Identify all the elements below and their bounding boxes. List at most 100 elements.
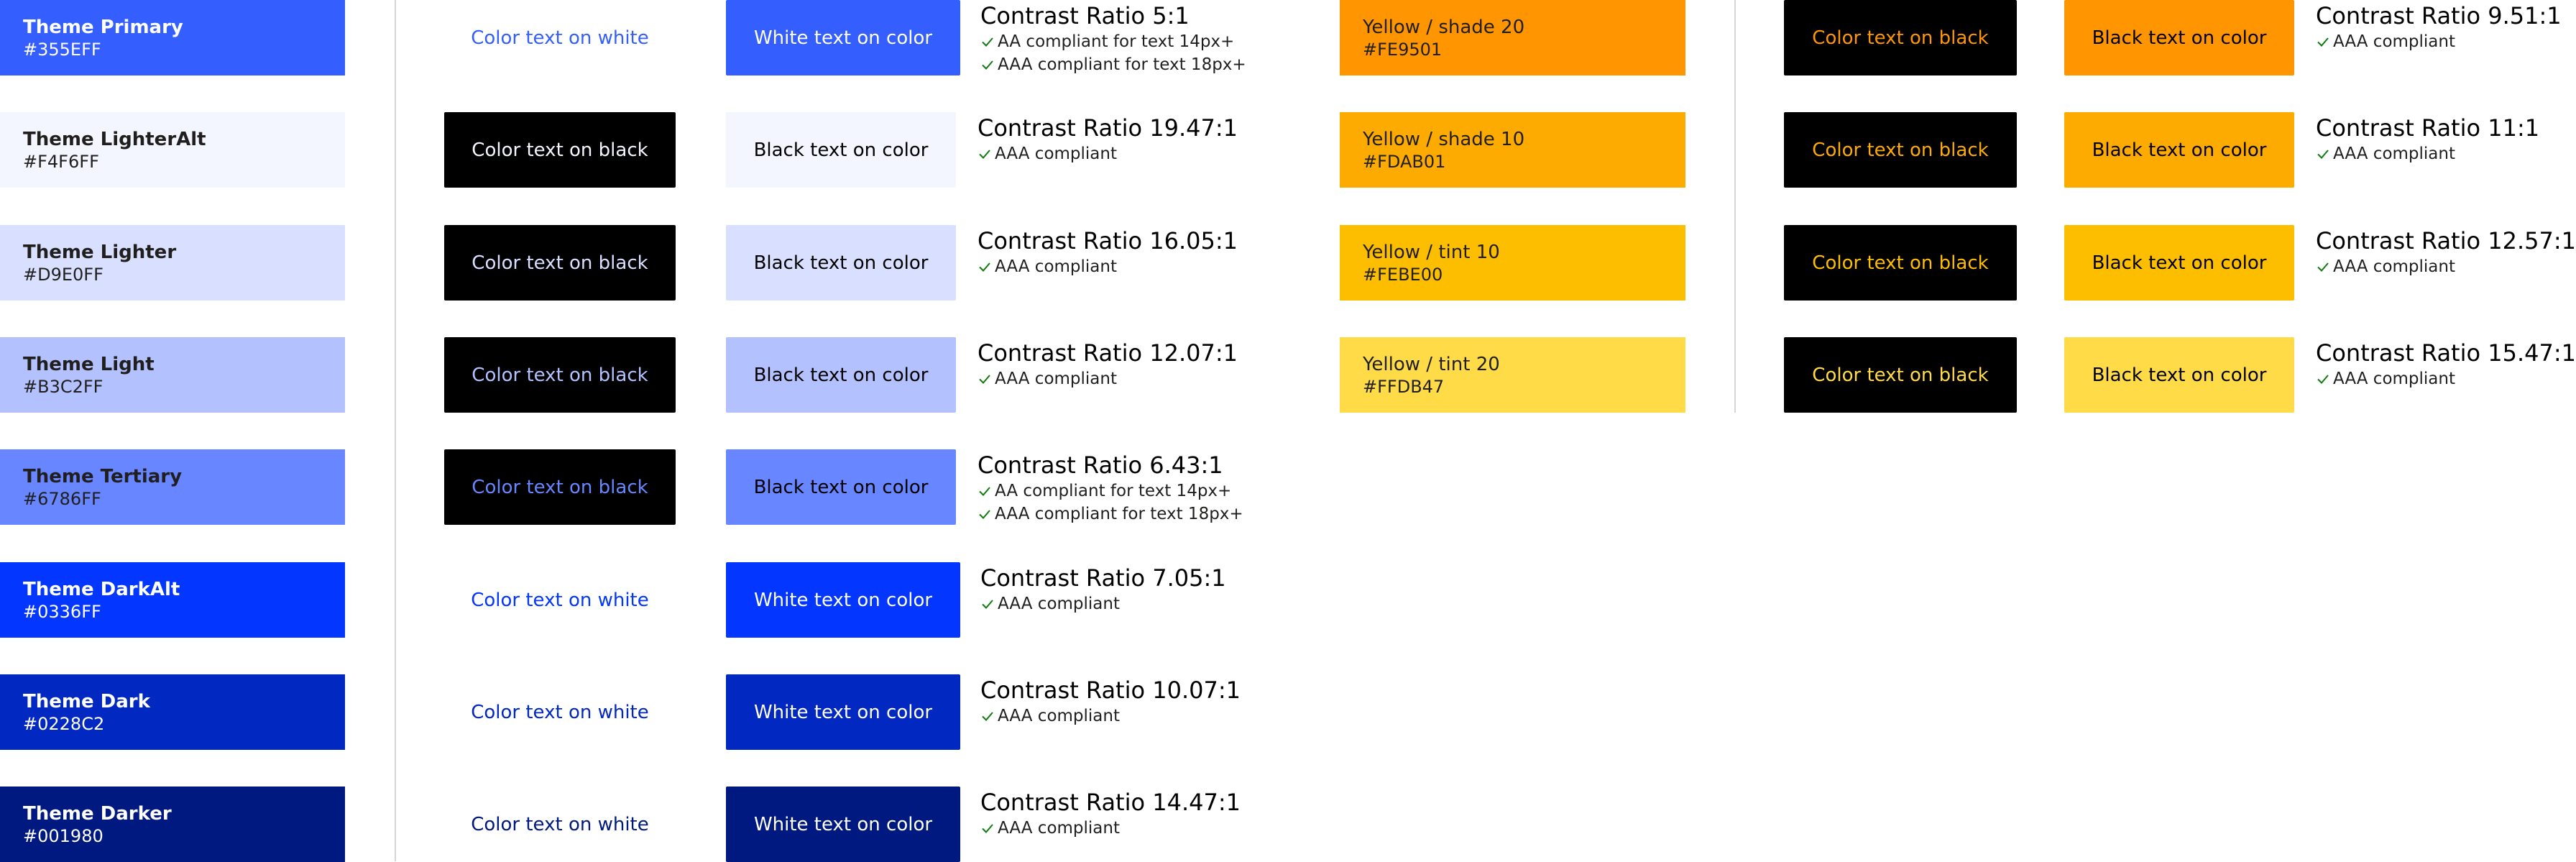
compliance-note-text: AAA compliant [998, 819, 1120, 838]
compliance-note-text: AAA compliant [998, 707, 1120, 725]
checkmark-icon [982, 600, 993, 609]
sample-black-on-color: Black text on color [2064, 337, 2294, 413]
compliance-note: AAA compliant [978, 255, 1238, 278]
sample-color-on-black: Color text on black [444, 225, 676, 301]
sample-black-on-color: Black text on color [2064, 225, 2294, 301]
sample-black-on-color: Black text on color [2064, 112, 2294, 188]
swatch-hex: #FE9501 [1363, 39, 1443, 60]
yellow-swatch: Yellow / tint 20#FFDB47 [1340, 337, 1685, 413]
checkmark-icon [2317, 262, 2329, 272]
compliance-note: AAA compliant [2316, 30, 2562, 53]
sample-black-on-color: Black text on color [2064, 0, 2294, 75]
swatch-name: Theme Darker [23, 802, 172, 825]
checkmark-icon [979, 487, 990, 496]
theme-swatch: Theme Tertiary#6786FF [0, 449, 345, 525]
compliance-note: AAA compliant [2316, 367, 2576, 390]
sample-black-on-color: Black text on color [726, 449, 956, 525]
compliance-note: AAA compliant for text 18px+ [980, 53, 1246, 76]
swatch-name: Theme DarkAlt [23, 578, 180, 600]
swatch-hex: #FFDB47 [1363, 376, 1445, 397]
swatch-hex: #FDAB01 [1363, 151, 1446, 172]
swatch-hex: #D9E0FF [23, 264, 104, 285]
swatch-name: Theme Light [23, 353, 155, 375]
sample-color-on-white: Color text on white [444, 562, 676, 638]
compliance-note-text: AAA compliant [995, 370, 1117, 388]
yellow-swatch: Yellow / shade 20#FE9501 [1340, 0, 1685, 75]
sample-color-on-black: Color text on black [444, 112, 676, 188]
swatch-name: Theme LighterAlt [23, 128, 206, 150]
compliance-note-text: AAA compliant for text 18px+ [995, 505, 1243, 523]
sample-white-on-color: White text on color [726, 562, 960, 638]
sample-color-on-black: Color text on black [444, 337, 676, 413]
sample-color-on-black: Color text on black [1784, 337, 2017, 413]
theme-swatch: Theme DarkAlt#0336FF [0, 562, 345, 638]
sample-black-on-color: Black text on color [726, 225, 956, 301]
checkmark-icon [982, 60, 993, 70]
compliance-note-text: AAA compliant [2333, 257, 2455, 276]
sample-color-on-white: Color text on white [444, 0, 676, 75]
checkmark-icon [982, 712, 993, 721]
yellow-swatch: Yellow / tint 10#FEBE00 [1340, 225, 1685, 301]
sample-black-on-color: Black text on color [726, 337, 956, 413]
swatch-hex: #355EFF [23, 39, 101, 60]
sample-white-on-color: White text on color [726, 674, 960, 750]
swatch-hex: #001980 [23, 825, 104, 846]
compliance-note: AAA compliant [980, 817, 1241, 840]
contrast-ratio-title: Contrast Ratio 7.05:1 [980, 564, 1226, 592]
swatch-name: Yellow / shade 10 [1363, 128, 1525, 150]
sample-color-on-black: Color text on black [1784, 0, 2017, 75]
theme-swatch: Theme Light#B3C2FF [0, 337, 345, 413]
sample-color-on-black: Color text on black [1784, 112, 2017, 188]
checkmark-icon [979, 150, 990, 159]
compliance-note: AA compliant for text 14px+ [978, 480, 1243, 503]
contrast-ratio-title: Contrast Ratio 16.05:1 [978, 227, 1238, 255]
swatch-name: Yellow / shade 20 [1363, 16, 1525, 38]
swatch-hex: #FEBE00 [1363, 264, 1443, 285]
compliance-note-text: AA compliant for text 14px+ [995, 482, 1232, 500]
compliance-note: AA compliant for text 14px+ [980, 30, 1246, 53]
yellow-swatch: Yellow / shade 10#FDAB01 [1340, 112, 1685, 188]
checkmark-icon [2317, 37, 2329, 47]
contrast-ratio-title: Contrast Ratio 6.43:1 [978, 451, 1223, 479]
contrast-ratio-info: Contrast Ratio 6.43:1 AA compliant for te… [978, 451, 1243, 526]
contrast-ratio-title: Contrast Ratio 10.07:1 [980, 677, 1241, 704]
theme-swatch: Theme Dark#0228C2 [0, 674, 345, 750]
compliance-note-text: AAA compliant [995, 145, 1117, 163]
compliance-note-text: AAA compliant [998, 595, 1120, 613]
theme-swatch: Theme Lighter#D9E0FF [0, 225, 345, 301]
compliance-note-text: AAA compliant [995, 257, 1117, 276]
checkmark-icon [979, 375, 990, 384]
theme-swatch: Theme LighterAlt#F4F6FF [0, 112, 345, 188]
contrast-ratio-title: Contrast Ratio 14.47:1 [980, 789, 1241, 816]
compliance-note: AAA compliant [2316, 255, 2576, 278]
sample-white-on-color: White text on color [726, 0, 960, 75]
checkmark-icon [982, 37, 993, 47]
column-divider [395, 0, 396, 861]
swatch-name: Theme Tertiary [23, 465, 183, 487]
compliance-note: AAA compliant [2316, 142, 2539, 165]
contrast-ratio-title: Contrast Ratio 11:1 [2316, 114, 2540, 142]
contrast-ratio-title: Contrast Ratio 15.47:1 [2316, 339, 2576, 367]
compliance-note-text: AA compliant for text 14px+ [998, 32, 1235, 51]
sample-black-on-color: Black text on color [726, 112, 956, 188]
compliance-note: AAA compliant [978, 142, 1238, 165]
compliance-note: AAA compliant for text 18px+ [978, 503, 1243, 526]
contrast-ratio-title: Contrast Ratio 12.57:1 [2316, 227, 2576, 255]
checkmark-icon [982, 824, 993, 833]
swatch-hex: #B3C2FF [23, 376, 104, 397]
contrast-ratio-title: Contrast Ratio 12.07:1 [978, 339, 1238, 367]
checkmark-icon [2317, 375, 2329, 384]
contrast-ratio-title: Contrast Ratio 19.47:1 [978, 114, 1238, 142]
compliance-note: AAA compliant [980, 705, 1241, 728]
sample-color-on-white: Color text on white [444, 787, 676, 862]
swatch-name: Theme Lighter [23, 241, 177, 263]
compliance-note-text: AAA compliant [2333, 32, 2455, 51]
sample-color-on-black: Color text on black [444, 449, 676, 525]
swatch-hex: #0336FF [23, 601, 101, 622]
